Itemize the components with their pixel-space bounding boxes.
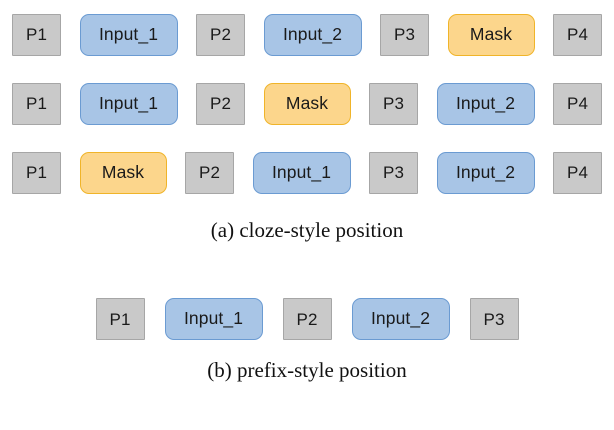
token-input-input_1: Input_1: [252, 151, 351, 194]
panel-prefix-style: P1 Input_1 P2 Input_2 P3 (b) prefix-style po…: [0, 290, 614, 382]
token-input-input_2: Input_2: [263, 13, 362, 56]
token-position-p4: P4: [553, 13, 602, 56]
token-mask-mask: Mask: [263, 82, 351, 125]
token-position-p1: P1: [95, 298, 145, 340]
token-input-input_2: Input_2: [351, 298, 450, 340]
token-position-p3: P3: [380, 13, 429, 56]
token-mask-mask: Mask: [79, 151, 167, 194]
token-position-p1: P1: [12, 82, 61, 125]
token-position-p2: P2: [185, 151, 234, 194]
cloze-row-1: P1 Input_1 P2 Input_2 P3 Mask P4: [0, 0, 614, 69]
token-position-p2: P2: [196, 13, 245, 56]
token-position-p3: P3: [369, 82, 418, 125]
token-input-input_2: Input_2: [436, 151, 535, 194]
token-position-p2: P2: [196, 82, 245, 125]
prefix-row-1: P1 Input_1 P2 Input_2 P3: [0, 290, 614, 348]
token-input-input_1: Input_1: [79, 13, 178, 56]
cloze-row-3: P1 Mask P2 Input_1 P3 Input_2 P4: [0, 138, 614, 207]
token-mask-mask: Mask: [447, 13, 535, 56]
cloze-row-2: P1 Input_1 P2 Mask P3 Input_2 P4: [0, 69, 614, 138]
token-input-input_2: Input_2: [436, 82, 535, 125]
token-input-input_1: Input_1: [79, 82, 178, 125]
token-position-p3: P3: [369, 151, 418, 194]
token-position-p3: P3: [469, 298, 519, 340]
panel-b-caption: (b) prefix-style position: [207, 358, 407, 382]
panel-a-caption: (a) cloze-style position: [210, 218, 404, 242]
token-position-p1: P1: [12, 13, 61, 56]
token-position-p2: P2: [282, 298, 332, 340]
token-position-p4: P4: [553, 82, 602, 125]
token-input-input_1: Input_1: [164, 298, 263, 340]
token-position-p1: P1: [12, 151, 61, 194]
token-position-p4: P4: [553, 151, 602, 194]
